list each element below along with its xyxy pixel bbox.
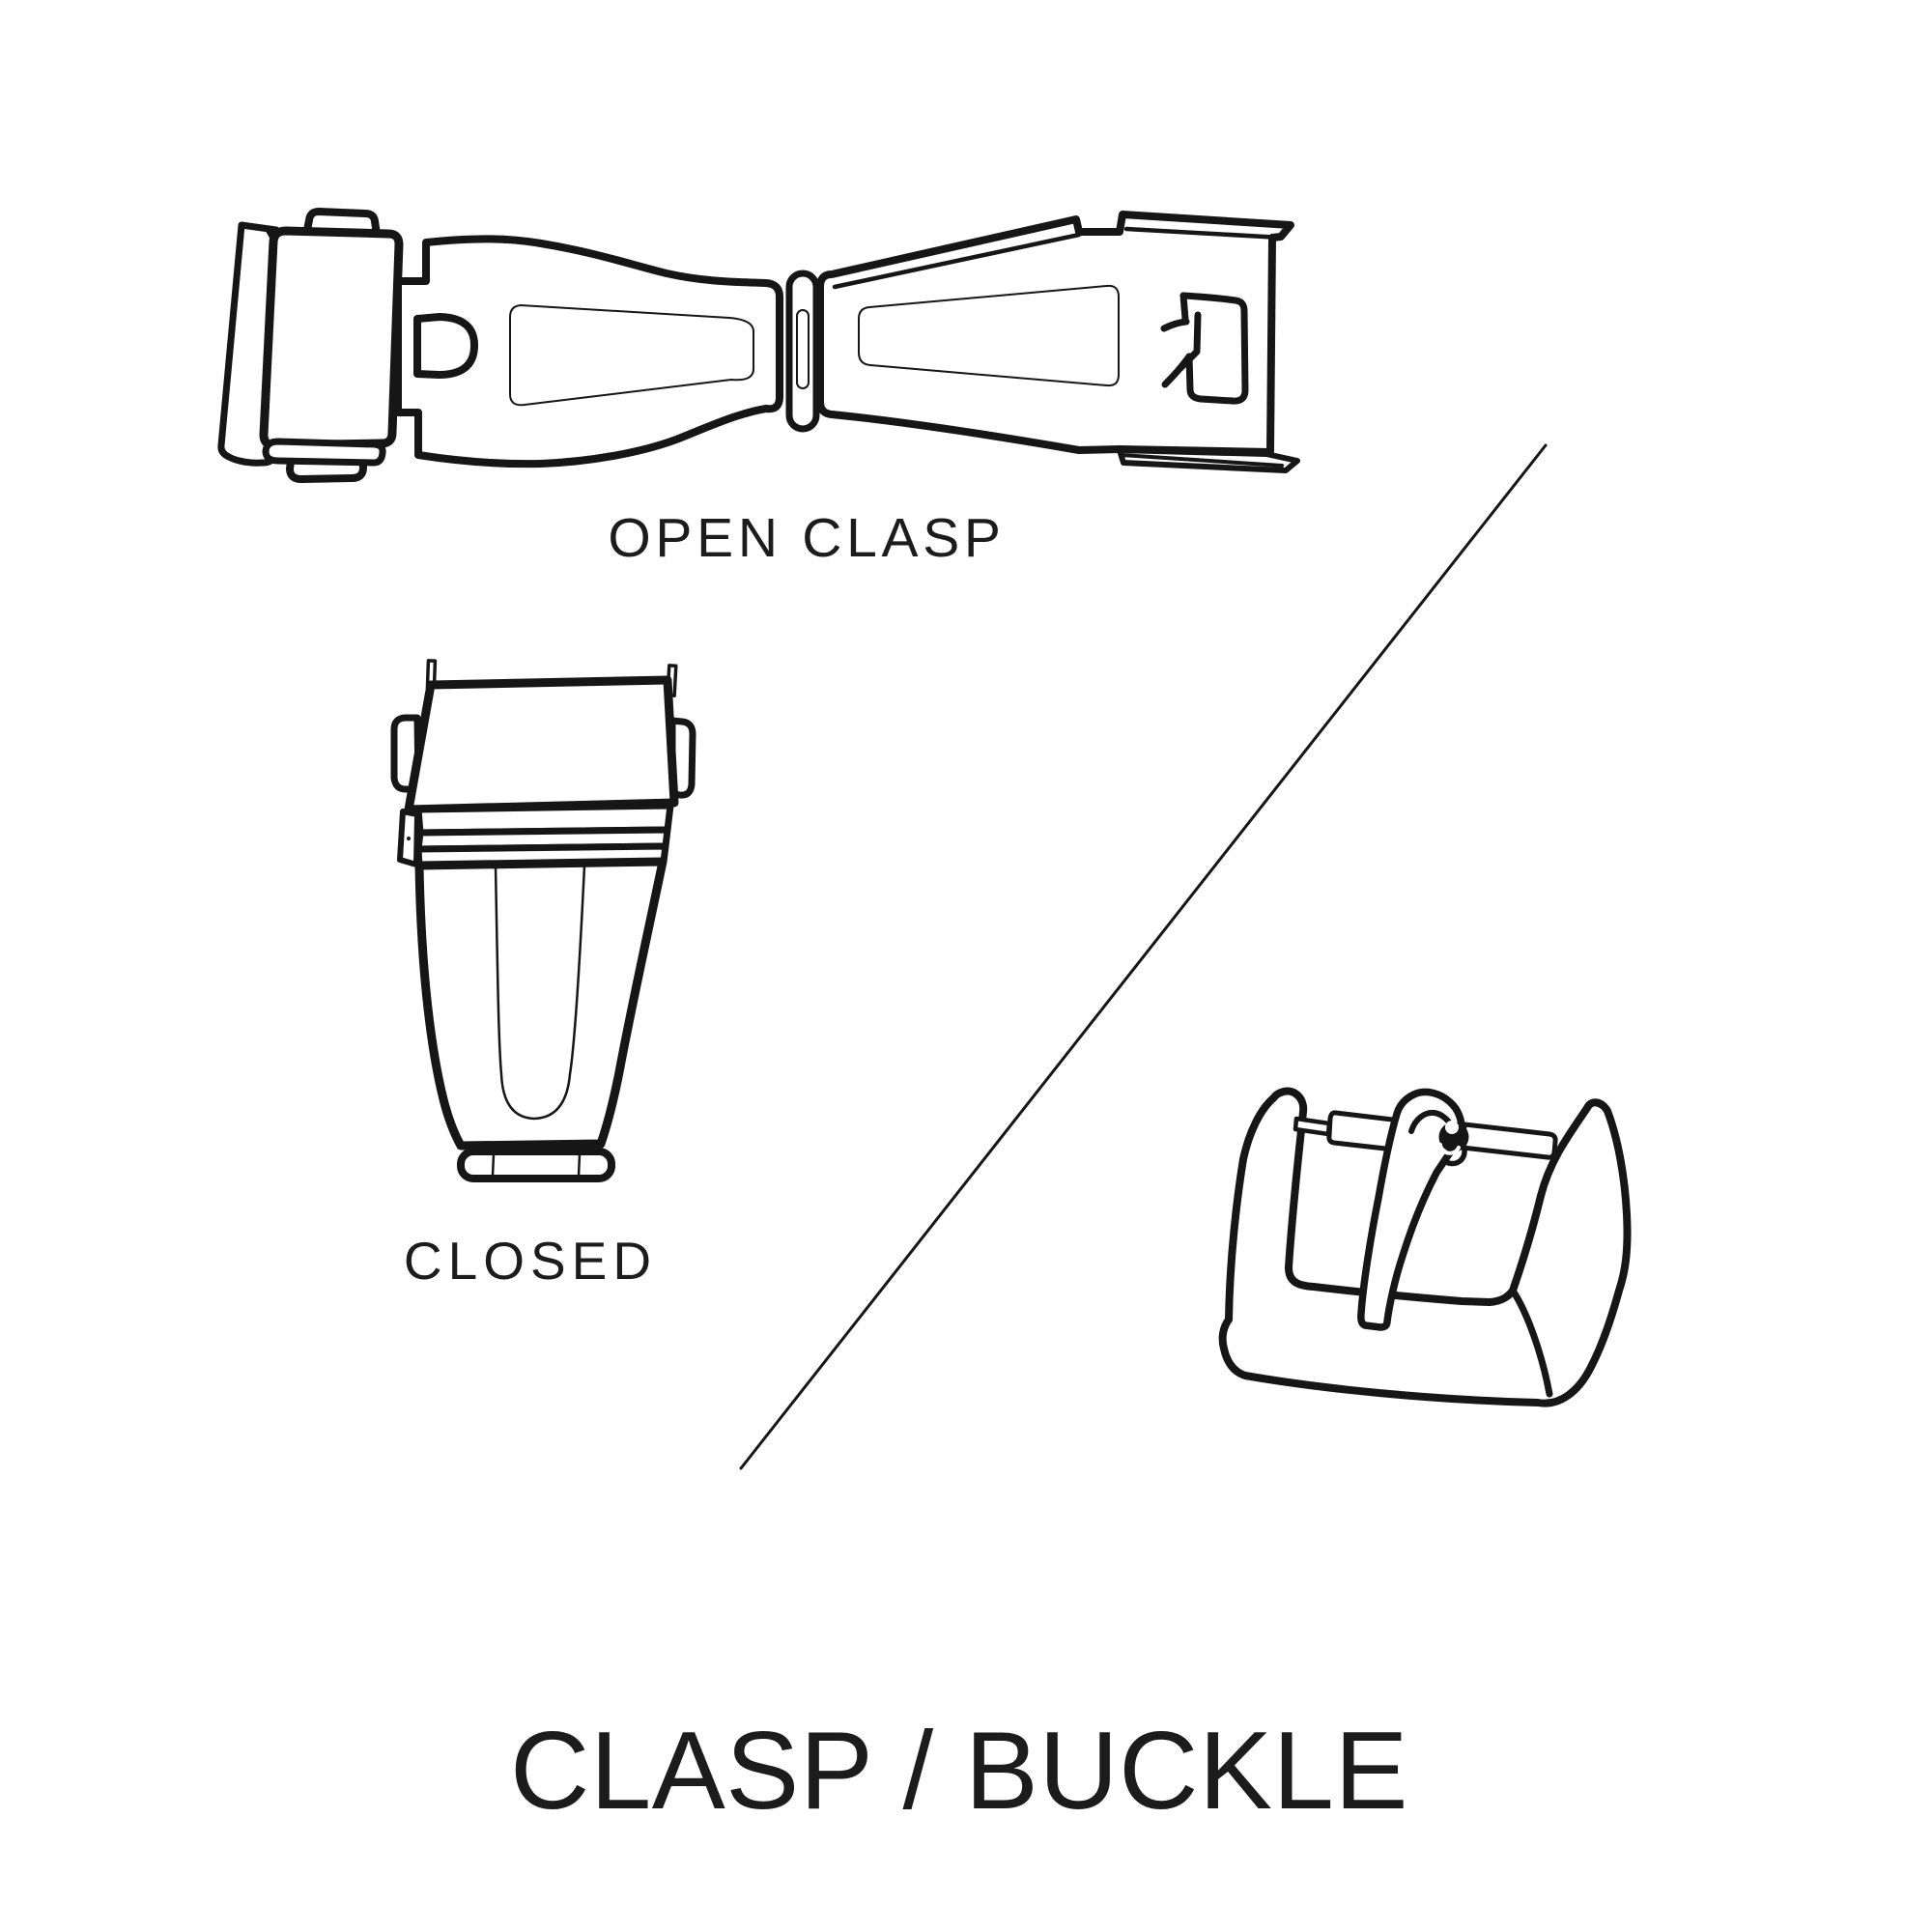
svg-text:CLASP / BUCKLE: CLASP / BUCKLE xyxy=(510,1710,1408,1833)
svg-text:OPEN CLASP: OPEN CLASP xyxy=(608,507,1005,569)
svg-text:CLOSED: CLOSED xyxy=(404,1231,657,1291)
